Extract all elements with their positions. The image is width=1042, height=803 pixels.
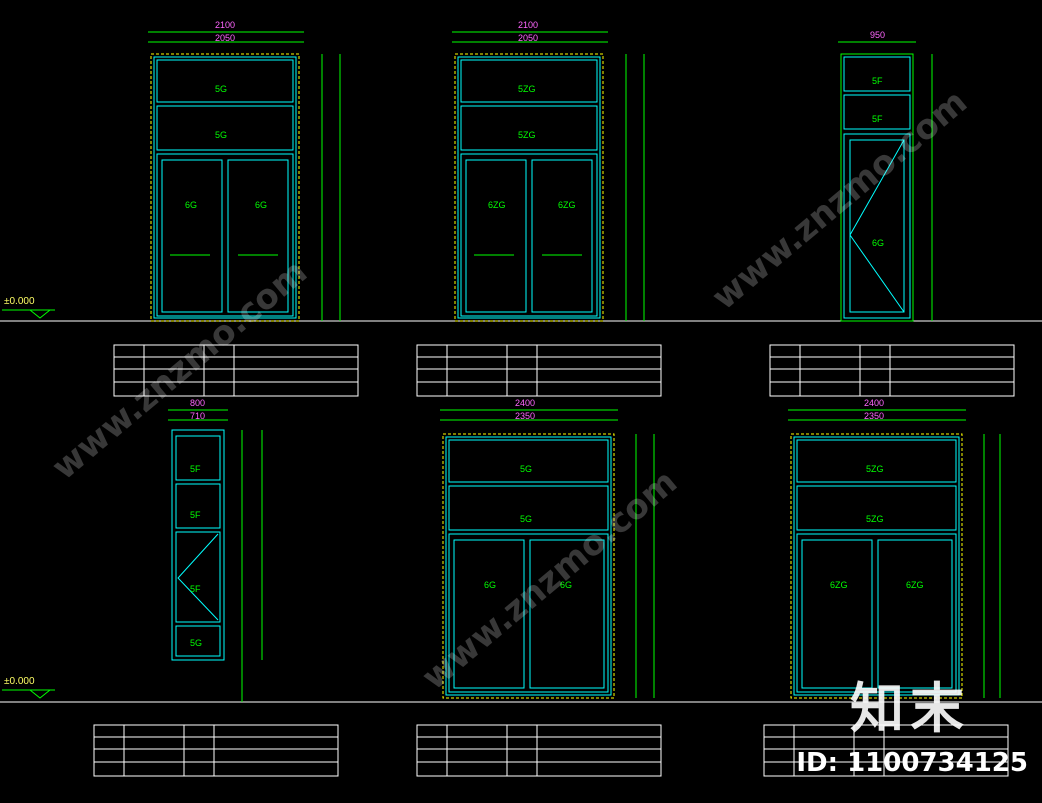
dimension-text: 2050 — [215, 33, 235, 43]
dimension-text: 710 — [190, 411, 205, 421]
level-mark-top: ±0.000 — [2, 296, 55, 319]
dimension-text: 2400 — [864, 398, 884, 408]
schedule-table-2 — [416, 344, 662, 397]
schedule-table-1 — [113, 344, 359, 397]
glass-label: 5ZG — [866, 464, 884, 474]
window-elevation-5: 5G 5G 6G 6G 2400 2350 — [440, 398, 655, 699]
glass-label: 5F — [190, 584, 201, 594]
glass-label: 5G — [520, 514, 532, 524]
glass-label: 5ZG — [518, 130, 536, 140]
glass-label: 5G — [520, 464, 532, 474]
glass-label: 5F — [872, 76, 883, 86]
level-mark-text: ±0.000 — [4, 296, 35, 307]
glass-label: 6G — [560, 580, 572, 590]
glass-label: 5F — [872, 114, 883, 124]
dimension-text: 2100 — [215, 20, 235, 30]
glass-label: 5ZG — [866, 514, 884, 524]
window-elevation-3: 5F 5F 6G 950 — [838, 30, 933, 322]
glass-label: 6ZG — [830, 580, 848, 590]
window-elevation-2: 5ZG 5ZG 6ZG 6ZG 2100 2050 — [452, 20, 645, 322]
dimension-text: 2350 — [515, 411, 535, 421]
window-elevation-4: 5F 5F 5F 5G 800 710 — [168, 398, 263, 702]
level-mark-text: ±0.000 — [4, 676, 35, 687]
dimension-text: 2050 — [518, 33, 538, 43]
glass-label: 5G — [190, 638, 202, 648]
window-elevation-6: 5ZG 5ZG 6ZG 6ZG 2400 2350 — [788, 398, 1001, 699]
glass-label: 5F — [190, 464, 201, 474]
brand-logo-text: 知末 — [850, 677, 970, 740]
glass-label: 6G — [484, 580, 496, 590]
glass-label: 5G — [215, 84, 227, 94]
dimension-text: 2400 — [515, 398, 535, 408]
glass-label: 5ZG — [518, 84, 536, 94]
dimension-text: 950 — [870, 30, 885, 40]
dimension-text: 2350 — [864, 411, 884, 421]
glass-label: 6G — [255, 200, 267, 210]
image-id-text: ID: 1100734125 — [796, 748, 1028, 778]
dimension-text: 2100 — [518, 20, 538, 30]
glass-label: 6ZG — [488, 200, 506, 210]
glass-label: 6ZG — [906, 580, 924, 590]
schedule-table-5 — [416, 724, 662, 777]
schedule-table-3 — [769, 344, 1015, 397]
glass-label: 5G — [215, 130, 227, 140]
schedule-table-6 — [763, 724, 1009, 777]
level-mark-bottom: ±0.000 — [2, 676, 55, 699]
glass-label: 5F — [190, 510, 201, 520]
dimension-text: 800 — [190, 398, 205, 408]
glass-label: 6G — [185, 200, 197, 210]
glass-label: 6G — [872, 238, 884, 248]
schedule-table-4 — [93, 724, 339, 777]
glass-label: 6ZG — [558, 200, 576, 210]
window-elevation-1: 5G 5G 6G 6G 2100 2050 — [148, 20, 341, 322]
